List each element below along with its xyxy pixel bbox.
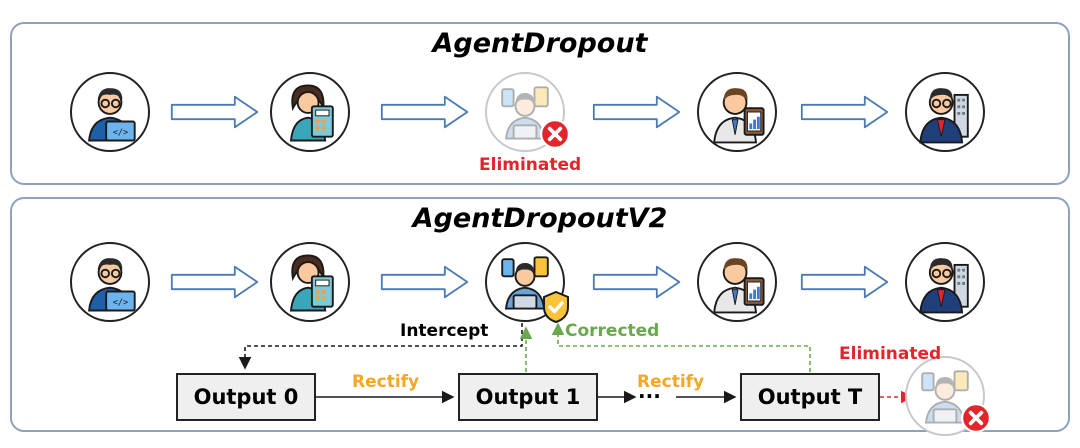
programmer-agent: [70, 72, 150, 152]
corrected-line: [551, 322, 811, 372]
rectify-label: Rectify: [637, 372, 705, 392]
output-1-box: Output 1: [458, 373, 598, 421]
output-0-box: Output 0: [176, 373, 316, 421]
analyst-agent: [697, 72, 777, 152]
corrected-label: Corrected: [565, 321, 660, 341]
output-t-box: Output T: [740, 373, 880, 421]
analyst-agent: [697, 242, 777, 322]
accountant-agent: [270, 242, 350, 322]
executive-agent: [905, 242, 985, 322]
eliminated-label: Eliminated: [479, 155, 582, 175]
eliminated-label: Eliminated: [839, 344, 942, 364]
agentdropout-title: AgentDropout: [432, 28, 648, 59]
x-circle-icon: [960, 402, 992, 434]
intercept-label: Intercept: [400, 321, 489, 341]
programmer-agent: [70, 242, 150, 322]
agentdropoutv2-title: AgentDropoutV2: [412, 203, 668, 234]
executive-agent: [905, 72, 985, 152]
rectify-label: Rectify: [352, 372, 420, 392]
accountant-agent: [270, 72, 350, 152]
ellipsis: ···: [638, 384, 661, 408]
intercept-line: [238, 323, 523, 370]
